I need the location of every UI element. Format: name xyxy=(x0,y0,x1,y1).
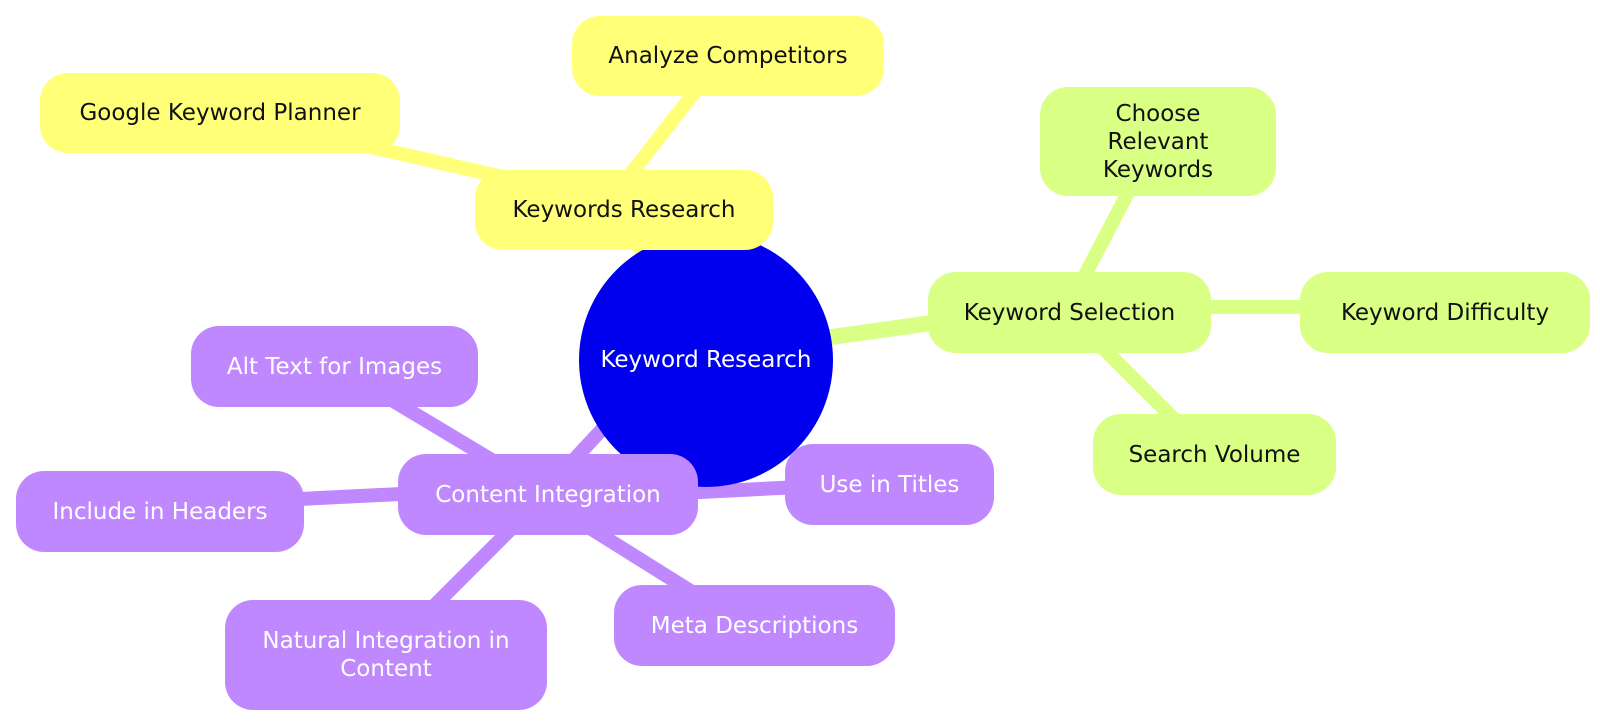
leaf-meta-descriptions[interactable]: Meta Descriptions xyxy=(614,585,895,666)
branch-content-integration[interactable]: Content Integration xyxy=(398,454,698,535)
leaf-use-in-titles[interactable]: Use in Titles xyxy=(785,444,994,525)
branch-keywords-research[interactable]: Keywords Research xyxy=(475,170,773,250)
branch-keyword-selection[interactable]: Keyword Selection xyxy=(928,272,1211,353)
leaf-choose-relevant-keywords[interactable]: Choose Relevant Keywords xyxy=(1040,87,1276,196)
leaf-alt-text-for-images[interactable]: Alt Text for Images xyxy=(191,326,478,407)
leaf-keyword-difficulty[interactable]: Keyword Difficulty xyxy=(1300,272,1590,353)
edge-content-integration-use-in-titles xyxy=(679,480,801,500)
leaf-natural-integration-in-content[interactable]: Natural Integration in Content xyxy=(225,600,547,710)
leaf-include-in-headers[interactable]: Include in Headers xyxy=(16,471,304,552)
root-node[interactable]: Keyword Research xyxy=(579,233,833,487)
leaf-analyze-competitors[interactable]: Analyze Competitors xyxy=(572,16,884,96)
edge-keyword-selection-search-volume xyxy=(1095,340,1185,430)
leaf-google-keyword-planner[interactable]: Google Keyword Planner xyxy=(40,73,400,153)
leaf-search-volume[interactable]: Search Volume xyxy=(1093,414,1336,495)
edge-keywords-research-analyze-competitors xyxy=(624,80,706,180)
